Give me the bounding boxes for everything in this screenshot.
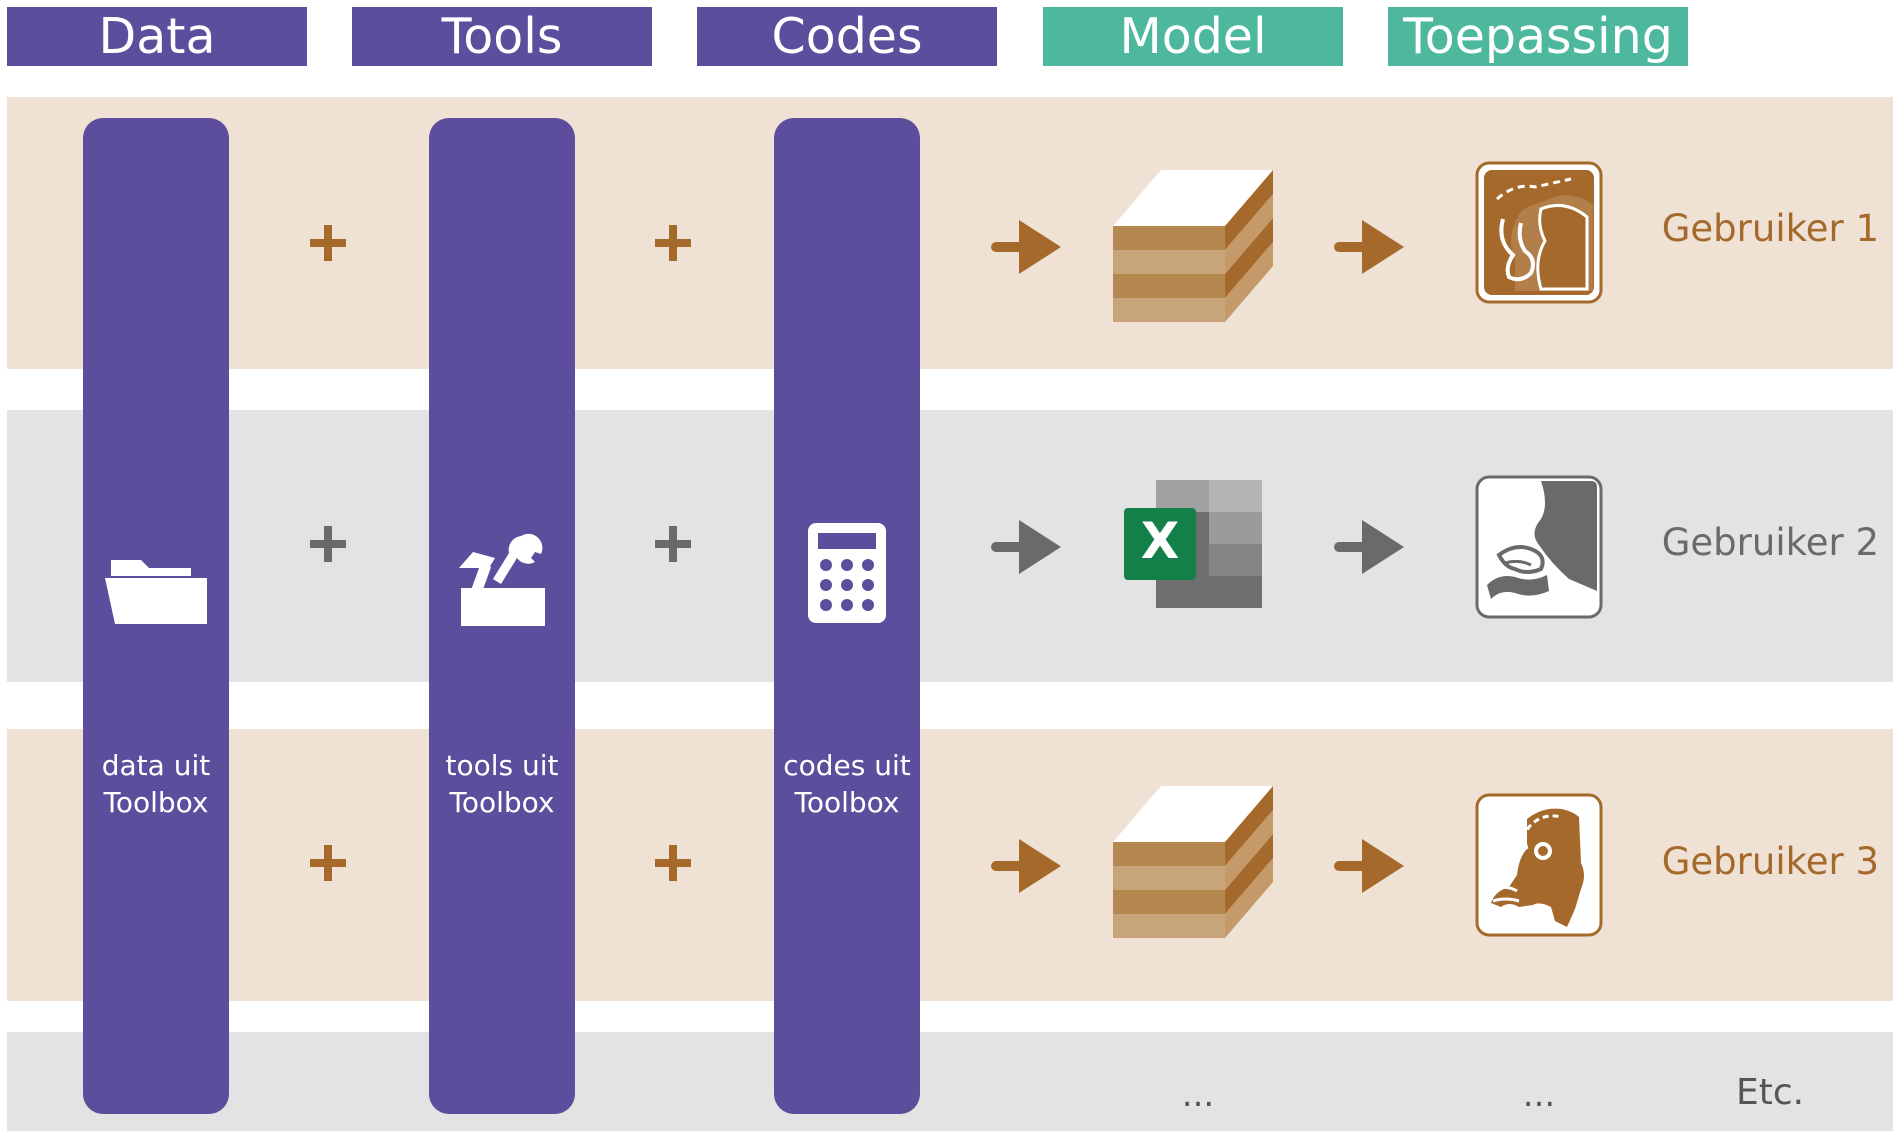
pillar-codes-label-line1: codes uit [783,749,911,782]
arrow-right-icon [991,520,1061,574]
plus-icon [655,526,691,562]
arrow-right-icon [1334,220,1404,274]
arrow-right-icon [1334,520,1404,574]
map-southwest-netherlands-icon [1475,475,1603,619]
layered-block-icon [1113,170,1273,322]
header-data: Data [7,7,307,66]
header-tools: Tools [352,7,652,66]
row-band-2 [7,410,1893,682]
plus-icon [310,526,346,562]
user-label: Gebruiker 3 [1661,840,1879,883]
row-band-4 [7,1032,1893,1131]
calculator-icon [808,523,886,623]
pillar-tools-label-line1: tools uit [445,749,559,782]
pillar-codes-label-line2: Toolbox [794,786,900,819]
pillar-data-label-line1: data uit [101,749,211,782]
pillar-tools-label-line2: Toolbox [449,786,555,819]
toolbox-icon [459,533,545,626]
plus-icon [310,225,346,261]
arrow-right-icon [991,220,1061,274]
model-ellipsis: ... [1181,1075,1215,1115]
map-north-netherlands-icon [1475,161,1603,304]
user-label: Gebruiker 1 [1661,207,1879,250]
arrow-right-icon [1334,839,1404,893]
etc-label: Etc. [1736,1072,1805,1113]
layered-block-icon [1113,786,1273,938]
pillar-data: data uit Toolbox [83,118,229,1114]
row-band-3 [7,729,1893,1001]
arrow-right-icon [991,839,1061,893]
svg-text:X: X [1141,512,1180,570]
excel-icon: X [1124,480,1262,608]
plus-icon [655,225,691,261]
user-label: Gebruiker 2 [1661,521,1879,564]
plus-icon [655,845,691,881]
toepassing-ellipsis: ... [1522,1075,1556,1115]
row-band-1 [7,97,1893,369]
pillar-tools: tools uit Toolbox [429,118,575,1114]
map-netherlands-icon [1475,793,1603,937]
plus-icon [310,845,346,881]
pillar-tools-label: tools uit Toolbox [429,747,575,821]
folder-icon [105,560,207,624]
header-toepassing: Toepassing [1388,7,1688,66]
header-model: Model [1043,7,1343,66]
header-codes: Codes [697,7,997,66]
pillar-codes-label: codes uit Toolbox [774,747,920,821]
pillar-codes: codes uit Toolbox [774,118,920,1114]
pillar-data-label-line2: Toolbox [103,786,209,819]
pillar-data-label: data uit Toolbox [83,747,229,821]
